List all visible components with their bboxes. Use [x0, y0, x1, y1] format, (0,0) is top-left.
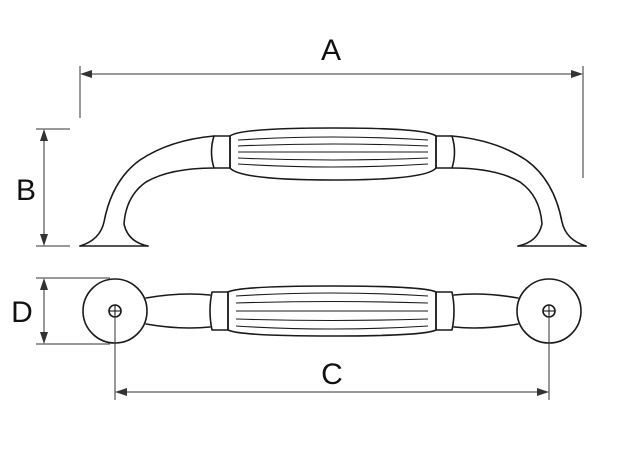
dimension-d-label: D — [11, 296, 33, 329]
side-view-flutes — [237, 136, 429, 168]
side-view-grip — [229, 127, 437, 181]
top-view-right-collar — [435, 291, 455, 331]
top-view-right-neck — [453, 293, 519, 329]
right-screw-icon — [542, 304, 556, 318]
side-view-right-leg — [451, 135, 587, 247]
dimension-a-label: A — [321, 34, 341, 67]
dimension-b-label: B — [16, 174, 36, 207]
dimension-c: C — [114, 318, 550, 400]
side-view-left-collar — [210, 135, 231, 169]
dimension-d: D — [11, 277, 110, 345]
left-screw-icon — [108, 304, 122, 318]
top-view — [82, 278, 582, 344]
side-view-right-collar — [435, 135, 456, 169]
side-view-left-leg — [79, 135, 215, 247]
top-view-grip — [227, 285, 437, 337]
top-view-flutes — [235, 292, 429, 330]
dimension-b: B — [16, 128, 70, 247]
side-view — [79, 127, 587, 247]
top-view-left-collar — [209, 291, 229, 331]
dimension-c-label: C — [321, 358, 343, 391]
top-view-left-neck — [145, 293, 211, 329]
dimension-a: A — [79, 34, 584, 178]
